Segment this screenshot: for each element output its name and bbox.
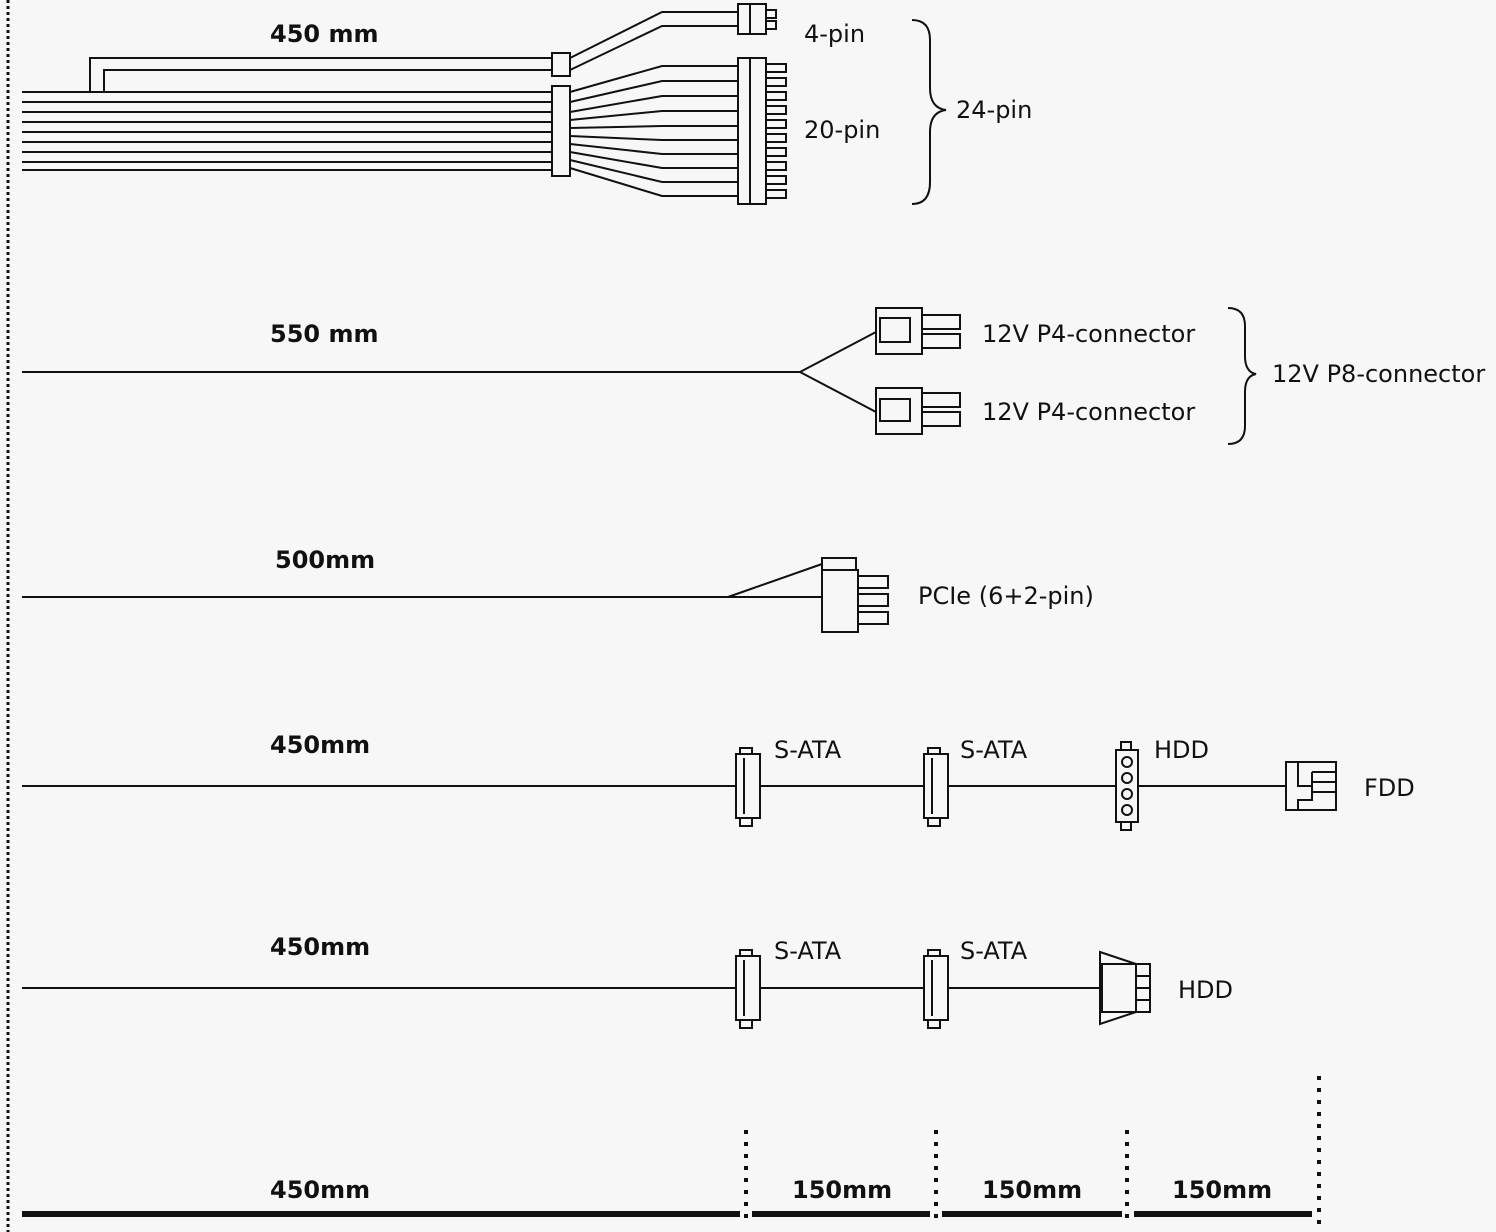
scale-segment-1-label: 450mm — [270, 1176, 370, 1204]
periph1-molex-connector — [1115, 741, 1139, 831]
periph2-sata-connector-1 — [735, 949, 761, 1029]
scale-segment-4-label: 150mm — [1172, 1176, 1272, 1204]
scale-segment-2-label: 150mm — [792, 1176, 892, 1204]
cpu-p4-connector-bottom — [875, 387, 961, 435]
atx-4pin-label: 4-pin — [804, 20, 865, 48]
cpu-p8-label: 12V P8-connector — [1272, 360, 1485, 388]
atx-20pin-fan-wires — [569, 65, 738, 197]
periph1-sata-connector-2 — [923, 747, 949, 827]
pcie-cable: 500mm PCIe (6+2-pin) — [22, 546, 1094, 633]
periph2-hdd-label: HDD — [1178, 976, 1233, 1004]
periph2-hdd-connector — [1099, 950, 1151, 1026]
pcie-connector — [821, 557, 889, 633]
atx-24pin-brace — [911, 19, 947, 205]
periph2-sata-connector-2 — [923, 949, 949, 1029]
atx-20pin-clip — [551, 85, 571, 177]
peripheral-cable-1: 450mm S-ATA S-ATA HDD — [22, 731, 1415, 831]
cpu-p4a-label: 12V P4-connector — [982, 320, 1195, 348]
atx-24pin-label: 24-pin — [956, 96, 1032, 124]
periph1-cable-length: 450mm — [270, 731, 370, 759]
length-scale: 450mm 150mm 150mm 150mm — [22, 1076, 1321, 1226]
pcie-label: PCIe (6+2-pin) — [918, 582, 1094, 610]
cpu-p8-brace — [1227, 307, 1257, 445]
periph2-sata1-label: S-ATA — [774, 937, 842, 965]
peripheral-cable-2: 450mm S-ATA S-ATA HDD — [22, 933, 1233, 1029]
periph1-sata2-label: S-ATA — [960, 736, 1028, 764]
cpu-p4b-label: 12V P4-connector — [982, 398, 1195, 426]
atx-cable-length: 450 mm — [270, 20, 378, 48]
periph1-sata1-label: S-ATA — [774, 736, 842, 764]
cpu-cable-length: 550 mm — [270, 320, 378, 348]
periph1-hdd-label: HDD — [1154, 736, 1209, 764]
scale-segment-3-label: 150mm — [982, 1176, 1082, 1204]
periph1-sata-connector-1 — [735, 747, 761, 827]
atx-24pin-cable: 450 mm — [22, 3, 1032, 205]
pcie-cable-length: 500mm — [275, 546, 375, 574]
atx-20pin-connector — [737, 57, 787, 205]
periph1-fdd-label: FDD — [1364, 774, 1415, 802]
atx-4pin-connector — [737, 3, 777, 35]
cpu-p4-connector-top — [875, 307, 961, 355]
atx-4pin-clip — [551, 52, 571, 77]
periph1-fdd-connector — [1285, 761, 1337, 811]
periph2-cable-length: 450mm — [270, 933, 370, 961]
atx-main-wires — [22, 91, 552, 171]
atx-20pin-label: 20-pin — [804, 116, 880, 144]
cpu-p8-cable: 550 mm 12V P4-connector 12V P4-connector… — [22, 307, 1485, 445]
periph2-sata2-label: S-ATA — [960, 937, 1028, 965]
